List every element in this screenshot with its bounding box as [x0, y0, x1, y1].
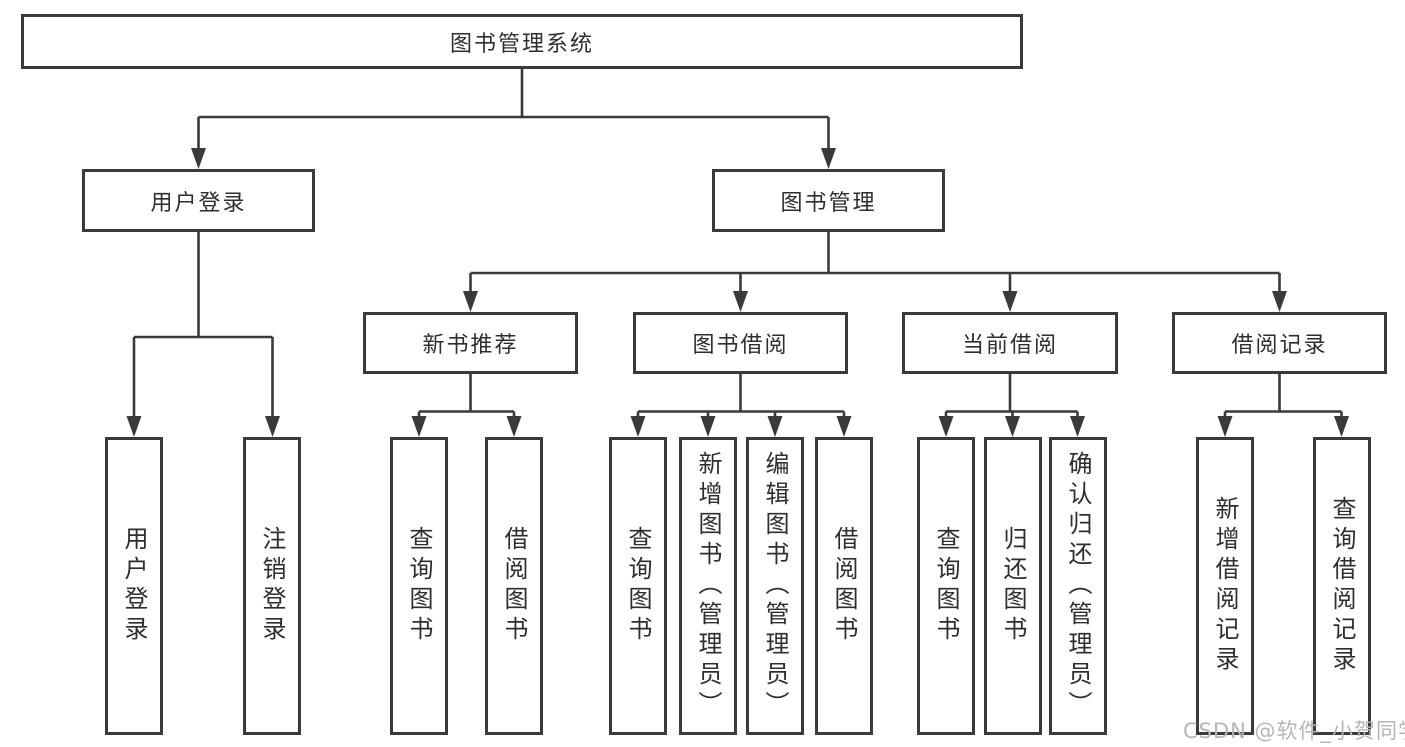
node-label: 图书管理系统: [449, 31, 594, 57]
node-label: 新书推荐: [422, 333, 519, 358]
node-new-book-recommendation: 新书推荐: [363, 312, 578, 374]
leaf-query-books-recommend: 查询图书: [390, 437, 448, 735]
csdn-watermark: CSDN @软件_小贺同学: [1183, 719, 1405, 743]
leaf-label: 查询图书: [405, 526, 433, 646]
node-library-management-system: 图书管理系统: [21, 14, 1023, 69]
leaf-label: 注销登录: [258, 526, 286, 646]
connector-arrows: [126, 148, 1349, 437]
leaf-label: 借阅图书: [830, 526, 858, 646]
leaf-borrow-books: 借阅图书: [815, 437, 873, 735]
leaf-add-book-admin: 新增图书（管理员）: [679, 437, 737, 735]
leaf-return-books: 归还图书: [984, 437, 1042, 735]
leaf-edit-book-admin: 编辑图书（管理员）: [746, 437, 804, 735]
leaf-label: 查询图书: [624, 526, 652, 646]
connector-lines: [132, 69, 1343, 419]
leaf-query-books-current: 查询图书: [917, 437, 975, 735]
leaf-label: 归还图书: [999, 526, 1027, 646]
leaf-logout: 注销登录: [243, 437, 301, 735]
leaf-user-login: 用户登录: [105, 437, 163, 735]
leaf-confirm-return-admin: 确认归还（管理员）: [1049, 437, 1107, 735]
leaf-query-borrow-record: 查询借阅记录: [1313, 437, 1371, 735]
leaf-label: 用户登录: [120, 526, 148, 646]
node-label: 借阅记录: [1231, 333, 1328, 358]
leaf-label: 编辑图书（管理员）: [761, 451, 789, 721]
node-label: 图书借阅: [692, 333, 789, 358]
leaf-label: 确认归还（管理员）: [1064, 451, 1092, 721]
leaf-label: 借阅图书: [500, 526, 528, 646]
leaf-add-borrow-record: 新增借阅记录: [1196, 437, 1254, 735]
leaf-label: 查询图书: [932, 526, 960, 646]
node-user-login: 用户登录: [82, 169, 315, 232]
node-label: 当前借阅: [961, 333, 1058, 358]
leaf-label: 新增借阅记录: [1211, 496, 1239, 676]
node-book-management: 图书管理: [712, 169, 945, 232]
node-borrowing-records: 借阅记录: [1172, 312, 1387, 374]
node-label: 用户登录: [150, 190, 247, 216]
leaf-label: 新增图书（管理员）: [694, 451, 722, 721]
node-label: 图书管理: [780, 190, 877, 216]
node-current-borrowing: 当前借阅: [902, 312, 1118, 374]
leaf-label: 查询借阅记录: [1328, 496, 1356, 676]
leaf-borrow-books-recommend: 借阅图书: [485, 437, 543, 735]
leaf-query-books-borrow: 查询图书: [609, 437, 667, 735]
node-book-borrowing: 图书借阅: [633, 312, 848, 374]
